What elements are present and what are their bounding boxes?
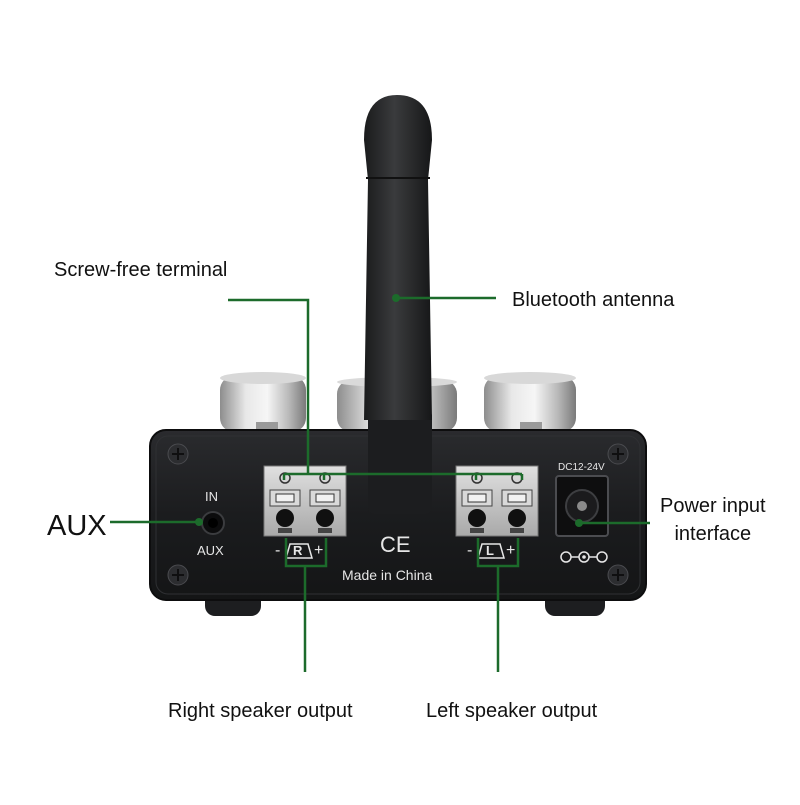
left-channel-marking: - L + [467, 542, 515, 559]
aux-panel-label: AUX [197, 543, 224, 558]
callout-right-speaker-output: Right speaker output [168, 700, 353, 722]
callout-bluetooth-antenna: Bluetooth antenna [512, 289, 675, 311]
left-terminal-block [455, 465, 539, 537]
made-in-label: Made in China [342, 567, 432, 583]
callout-power-line-2: interface [674, 523, 752, 545]
svg-text:-: - [467, 542, 472, 559]
callout-screw-free-terminal: Screw-free terminal [54, 259, 228, 281]
polarity-symbol-icon [560, 551, 608, 563]
bluetooth-antenna [364, 95, 432, 514]
right-channel-marking: - R + [275, 542, 323, 559]
ce-mark: CE [380, 532, 411, 557]
callout-power-input: Power input interface [660, 492, 766, 548]
dc-rating-label: DC12-24V [558, 462, 605, 473]
dc-power-jack [555, 475, 609, 537]
svg-text:+: + [314, 542, 323, 559]
right-terminal-block [263, 465, 347, 537]
knob-left [220, 376, 306, 432]
callout-lines [110, 296, 650, 672]
right-channel-label: R [293, 543, 303, 558]
aux-in-label: IN [205, 489, 218, 504]
callout-aux: AUX [47, 510, 107, 542]
aux-jack [201, 511, 225, 535]
svg-text:-: - [275, 542, 280, 559]
left-channel-label: L [486, 543, 494, 558]
knob-right [484, 376, 576, 432]
svg-text:+: + [506, 542, 515, 559]
callout-left-speaker-output: Left speaker output [426, 700, 598, 722]
screw-icon [167, 443, 629, 586]
callout-power-line-1: Power input [660, 495, 766, 517]
